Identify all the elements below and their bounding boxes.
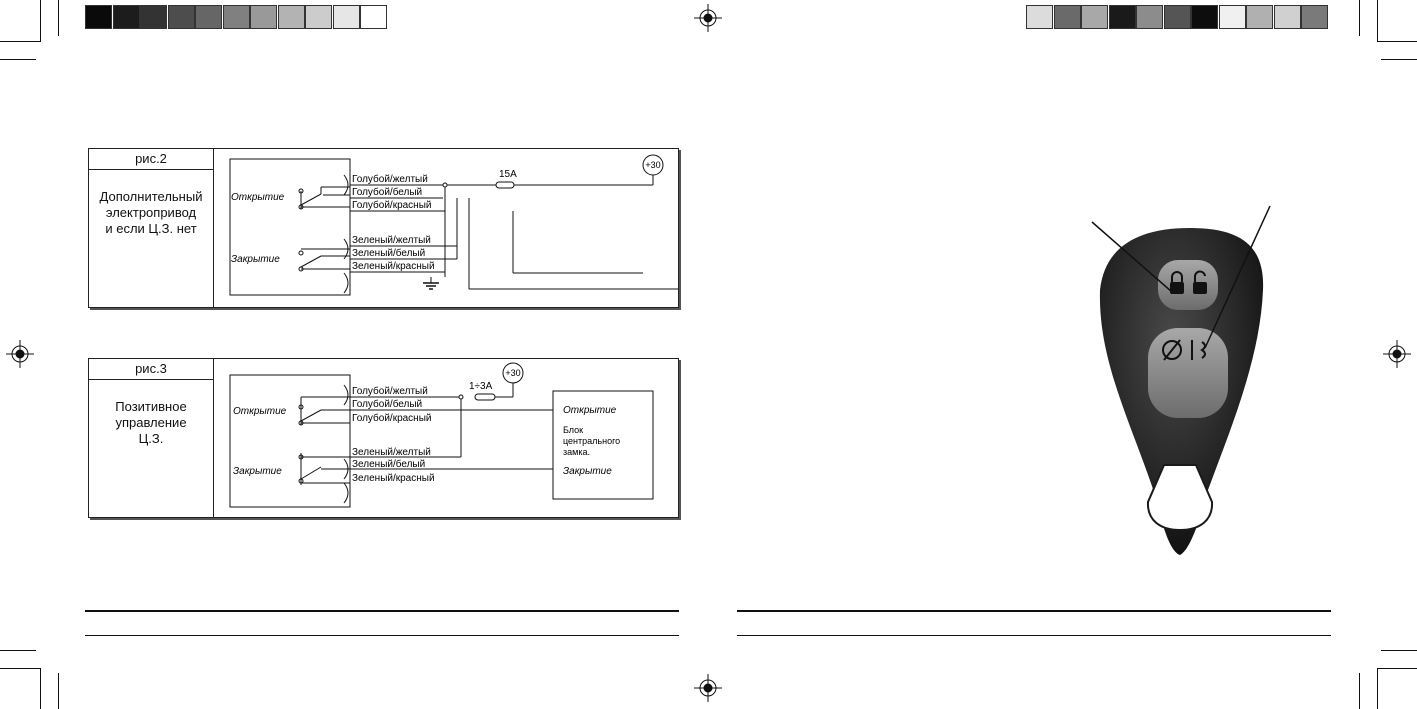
key-fob-image [1091, 205, 1271, 555]
fig2-close-label: Закрытие [231, 254, 280, 265]
fig3-wire-4: Зеленый/белый [352, 458, 425, 470]
fig3-close-label: Закрытие [233, 466, 282, 477]
color-swatch [1026, 5, 1053, 29]
registration-mark-icon [1383, 340, 1411, 368]
fig3-power-label: +30 [505, 368, 520, 378]
color-swatch [140, 5, 167, 29]
fig2-wire-3: Зеленый/желтый [352, 235, 431, 246]
color-swatch [195, 5, 222, 29]
color-swatch [1218, 5, 1246, 29]
fig3-block-open: Открытие [563, 405, 617, 416]
fig3-block-line-1: центрального [563, 436, 620, 446]
figure-2-wiring-diagram: Открытие Закрытие Голубой/желтый Голубой… [229, 154, 679, 296]
color-swatch [1301, 5, 1328, 29]
fig2-fuse-label: 15А [499, 169, 517, 180]
color-swatch [1273, 5, 1301, 29]
fig3-block-line-2: замка. [563, 447, 590, 457]
color-swatch [112, 5, 140, 29]
color-swatch [332, 5, 360, 29]
fig3-fuse-label: 1÷3А [469, 381, 493, 392]
alarm-button[interactable] [1148, 328, 1228, 418]
color-swatch [167, 5, 195, 29]
footer-rule-left-top [85, 610, 679, 612]
color-swatch [1191, 5, 1218, 29]
fig2-wire-2: Голубой/красный [352, 199, 431, 211]
figure-2-table: рис.2 Дополнительный электропривод и есл… [88, 148, 679, 308]
color-swatch [277, 5, 305, 29]
footer-rule-right-top [737, 610, 1331, 612]
figure-2-label: рис.2 [89, 149, 213, 170]
footer-rule-left-bottom [85, 635, 679, 636]
fig3-wire-0: Голубой/желтый [352, 385, 428, 397]
fig3-block-line-0: Блок [563, 425, 583, 435]
fig2-wire-5: Зеленый/красный [352, 261, 435, 272]
figure-3-label: рис.3 [89, 359, 213, 380]
registration-mark-icon [6, 340, 34, 368]
color-swatch [85, 5, 112, 29]
fig3-wire-3: Зеленый/желтый [352, 447, 431, 458]
fig3-open-label: Открытие [233, 406, 287, 417]
lock-unlock-button[interactable] [1158, 260, 1218, 310]
color-swatch [1136, 5, 1163, 29]
fig2-wire-4: Зеленый/белый [352, 247, 425, 259]
figure-3-table: рис.3 Позитивное управление Ц.З. Голубой… [88, 358, 679, 518]
registration-mark-icon [694, 4, 722, 32]
color-swatch [1053, 5, 1081, 29]
fig2-wire-1: Голубой/белый [352, 186, 422, 198]
color-swatch [1108, 5, 1136, 29]
color-swatch [1163, 5, 1191, 29]
fig2-open-label: Открытие [231, 192, 285, 203]
fig3-wire-2: Голубой/красный [352, 412, 431, 424]
registration-mark-icon [694, 674, 722, 702]
color-swatch [305, 5, 332, 29]
color-swatch [1081, 5, 1108, 29]
figure-3-wiring-diagram: Голубой/желтый Голубой/белый Голубой/кра… [229, 362, 654, 508]
color-swatch [250, 5, 277, 29]
fig3-wire-1: Голубой/белый [352, 398, 422, 410]
color-swatch [360, 5, 387, 29]
fig2-wire-0: Голубой/желтый [352, 173, 428, 185]
figure-3-description: Позитивное управление Ц.З. [115, 399, 187, 446]
color-swatch [1246, 5, 1273, 29]
figure-2-description: Дополнительный электропривод и если Ц.З.… [99, 189, 203, 236]
footer-rule-right-bottom [737, 635, 1331, 636]
fig3-block-close: Закрытие [563, 466, 612, 477]
figure-3-caption-cell [89, 359, 214, 517]
figure-2-caption-cell [89, 149, 214, 307]
fig3-wire-5: Зеленый/красный [352, 473, 435, 484]
fig2-power-label: +30 [645, 160, 660, 170]
color-swatch [222, 5, 250, 29]
